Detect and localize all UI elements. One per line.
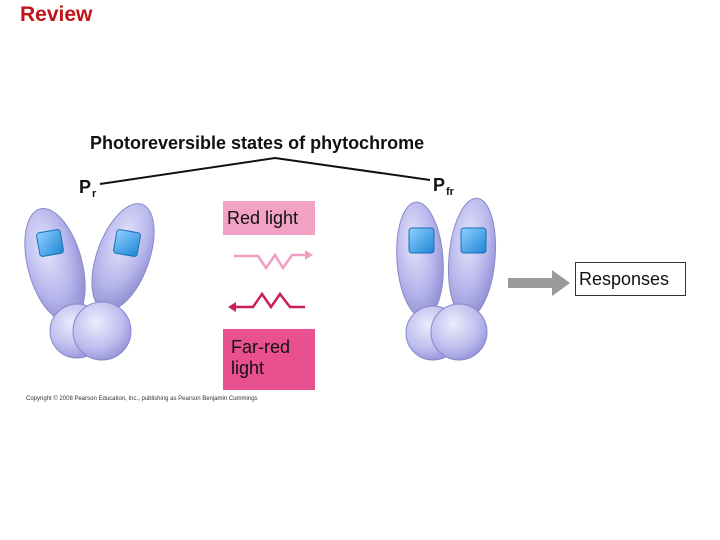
pr-molecule xyxy=(24,203,155,361)
pr-chromophore-left xyxy=(36,229,64,257)
far-red-light-label: Far-red light xyxy=(231,337,291,378)
pfr-chromophore-left xyxy=(408,227,435,254)
pfr-chromophore-right xyxy=(460,227,487,254)
slide-title: Review xyxy=(20,3,93,26)
state-label-pr: Pr xyxy=(79,177,97,200)
responses-box: Responses xyxy=(575,262,686,296)
red-light-label: Red light xyxy=(227,208,299,228)
red-light-box: Red light xyxy=(223,201,315,235)
pr-chromophore-right xyxy=(113,229,141,257)
far-red-light-arrow xyxy=(228,291,305,312)
responses-arrow xyxy=(508,270,570,296)
bracket-line xyxy=(99,156,431,185)
pfr-molecule xyxy=(396,197,497,361)
state-label-pfr: Pfr xyxy=(433,175,454,198)
copyright-notice: Copyright © 2008 Pearson Education, Inc.… xyxy=(26,396,258,402)
diagram-title: Photoreversible states of phytochrome xyxy=(90,133,425,153)
far-red-light-box: Far-red light xyxy=(223,329,315,390)
responses-label: Responses xyxy=(579,269,670,289)
red-light-arrow xyxy=(234,250,313,271)
